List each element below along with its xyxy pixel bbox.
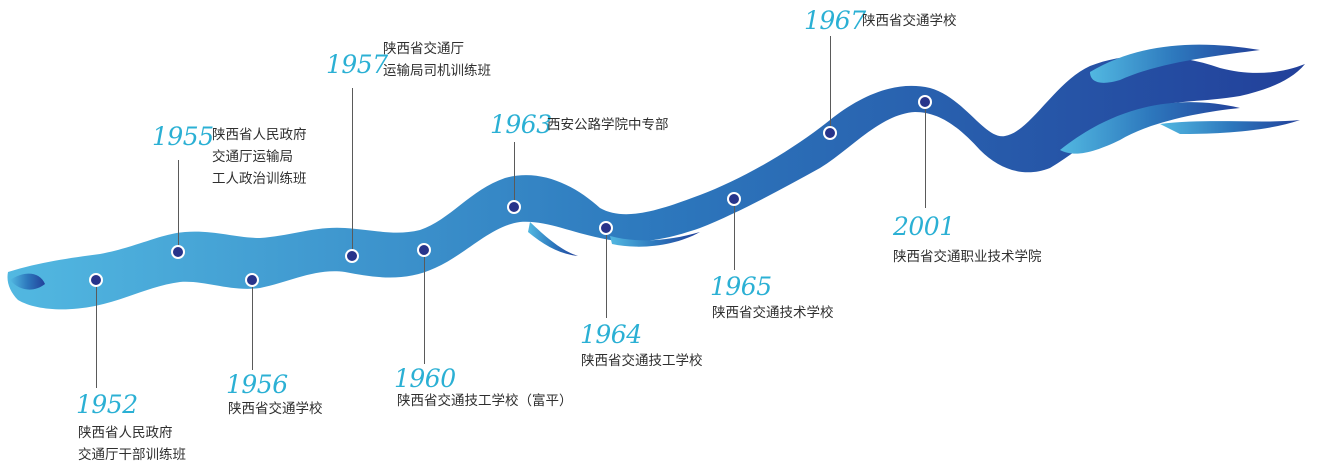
milestone-dot [507, 200, 521, 214]
milestone-label: 陕西省人民政府交通厅运输局工人政治训练班 [212, 124, 307, 190]
milestone-dot [245, 273, 259, 287]
milestone-label-line: 工人政治训练班 [212, 171, 307, 187]
milestone-label: 陕西省交通技术学校 [712, 302, 834, 324]
milestone-label: 陕西省人民政府交通厅干部训练班 [78, 422, 186, 466]
milestone-label-line: 西安公路学院中专部 [547, 117, 669, 133]
milestone-dot [417, 243, 431, 257]
ribbon-bristle-stroke-2 [1090, 44, 1260, 83]
milestone-stem-line [252, 280, 253, 370]
milestone-dot [823, 126, 837, 140]
milestone-dot [89, 273, 103, 287]
milestone-label-line: 陕西省交通厅 [383, 41, 464, 57]
milestone-label-line: 陕西省交通技术学校 [712, 305, 834, 321]
milestone-label-line: 交通厅运输局 [212, 149, 293, 165]
milestone-dot [171, 245, 185, 259]
milestone-dot [918, 95, 932, 109]
milestone-year: 1955 [152, 122, 214, 151]
ribbon-bristle-stroke-3 [1160, 120, 1300, 134]
ribbon-bristle-stroke-1 [1060, 102, 1240, 154]
milestone-label: 陕西省交通技工学校 [581, 350, 703, 372]
milestone-year: 1952 [76, 390, 138, 419]
milestone-label: 陕西省交通学校 [862, 10, 957, 32]
milestone-label-line: 陕西省人民政府 [212, 127, 307, 143]
ribbon-left-splatter [10, 273, 45, 290]
milestone-year: 1956 [226, 370, 288, 399]
milestone-label: 陕西省交通学校 [228, 398, 323, 420]
milestone-label-line: 陕西省交通学校 [228, 401, 323, 417]
milestone-label: 陕西省交通技工学校（富平） [397, 390, 573, 412]
milestone-year: 1965 [710, 272, 772, 301]
milestone-stem-line [734, 199, 735, 270]
milestone-stem-line [96, 280, 97, 388]
milestone-label-line: 运输局司机训练班 [383, 63, 491, 79]
ribbon-drip-2 [610, 232, 700, 247]
milestone-dot [727, 192, 741, 206]
milestone-label: 陕西省交通职业技术学院 [893, 246, 1042, 268]
milestone-year: 1967 [804, 6, 866, 35]
milestone-stem-line [830, 36, 831, 133]
milestone-stem-line [606, 228, 607, 318]
milestone-label-line: 陕西省交通技工学校 [581, 353, 703, 369]
milestone-label-line: 陕西省交通学校 [862, 13, 957, 29]
milestone-dot [345, 249, 359, 263]
milestone-stem-line [514, 142, 515, 207]
milestone-stem-line [352, 88, 353, 256]
milestone-label: 西安公路学院中专部 [547, 114, 669, 136]
milestone-label-line: 陕西省交通技工学校（富平） [397, 393, 573, 409]
milestone-year: 1963 [490, 110, 552, 139]
milestone-stem-line [178, 160, 179, 252]
milestone-label-line: 陕西省交通职业技术学院 [893, 249, 1042, 265]
ribbon-main-stroke [7, 55, 1305, 310]
milestone-year: 1960 [394, 364, 456, 393]
milestone-year: 2001 [893, 212, 955, 241]
milestone-year: 1964 [580, 320, 642, 349]
milestone-stem-line [925, 102, 926, 208]
milestone-stem-line [424, 250, 425, 364]
milestone-label-line: 交通厅干部训练班 [78, 447, 186, 463]
milestone-label: 陕西省交通厅运输局司机训练班 [383, 38, 491, 82]
milestone-dot [599, 221, 613, 235]
ribbon-drip-1 [528, 222, 578, 256]
milestone-year: 1957 [326, 50, 388, 79]
milestone-label-line: 陕西省人民政府 [78, 425, 173, 441]
